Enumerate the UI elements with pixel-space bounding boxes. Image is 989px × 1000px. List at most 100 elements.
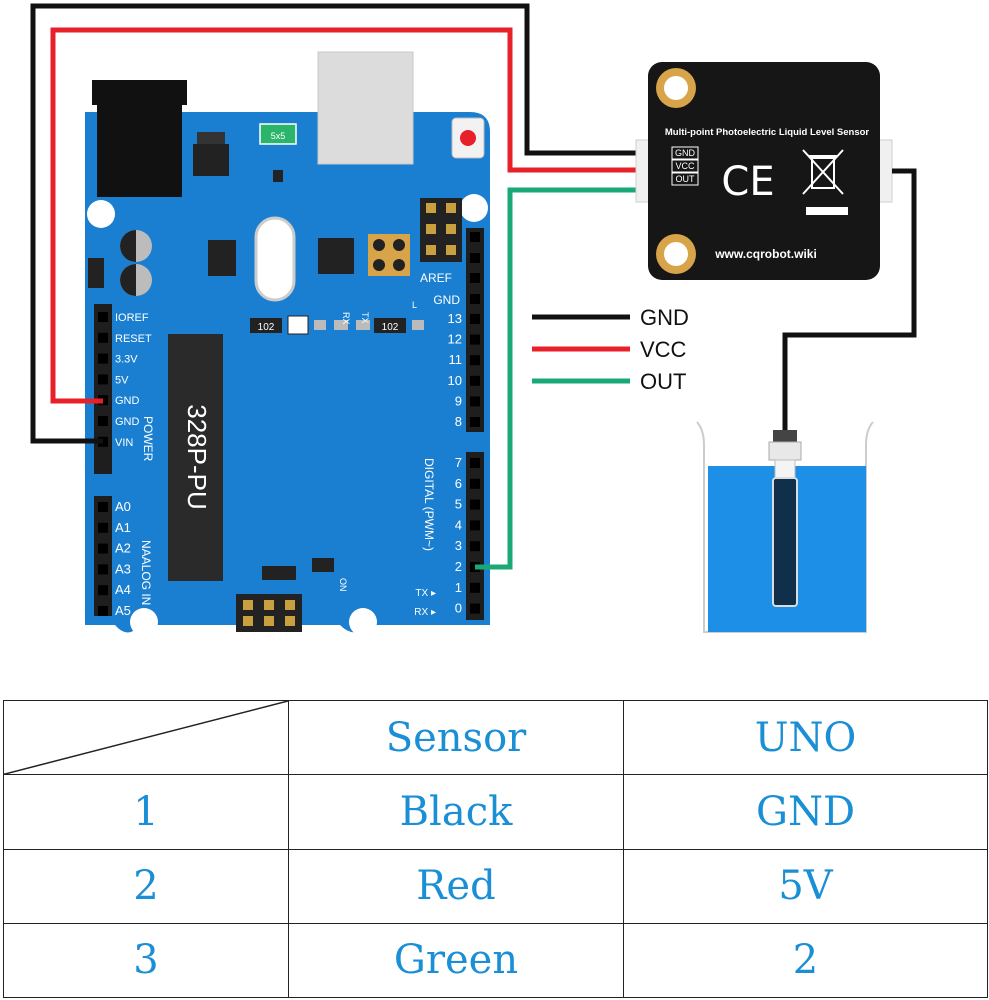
analog-pin-socket xyxy=(98,564,108,575)
analog-pin-label: A1 xyxy=(115,520,131,535)
tx-marker: TX ▸ xyxy=(415,588,436,599)
digital-pin-socket xyxy=(470,334,480,345)
digital-pin-label: 0 xyxy=(455,601,462,616)
mount-hole xyxy=(87,200,115,228)
digital-pin-socket xyxy=(470,417,480,427)
probe xyxy=(768,430,802,607)
digital-header-bottom xyxy=(466,452,484,620)
table-cell-index: 3 xyxy=(3,922,289,999)
mount-hole xyxy=(130,608,158,636)
analog-pin-socket xyxy=(98,502,108,512)
digital-pin-label: 2 xyxy=(455,559,462,574)
capacitor-1 xyxy=(120,230,152,262)
gnd-top-label: GND xyxy=(433,293,460,307)
digital-pin-socket xyxy=(470,314,480,324)
icsp-bottom xyxy=(236,594,302,632)
chip-label: 328P-PU xyxy=(182,404,212,510)
digital-pin-socket xyxy=(470,499,480,510)
digital-pin-socket xyxy=(470,582,480,593)
table-cell-uno: GND xyxy=(623,774,988,850)
digital-pin-socket xyxy=(470,375,480,386)
tx-label: TX xyxy=(360,312,370,324)
digital-pin-socket xyxy=(470,458,480,468)
arduino-uno-board: 5x5 xyxy=(85,51,490,636)
module-pin-box xyxy=(671,172,699,186)
power-pin-socket xyxy=(98,374,108,385)
power-pin-label: 5V xyxy=(115,374,129,386)
l-led xyxy=(412,320,424,330)
legend-label: OUT xyxy=(640,369,686,394)
analog-pin-label: A4 xyxy=(115,582,131,597)
module-mount-hole xyxy=(656,68,696,108)
oscillator xyxy=(254,216,296,302)
analog-pin-label: A3 xyxy=(115,561,131,576)
table-header-uno: UNO xyxy=(623,699,988,776)
digital-pin-label: 6 xyxy=(455,476,462,491)
probe-cable xyxy=(782,168,917,440)
table-cell-uno: 5V xyxy=(623,848,988,924)
mount-hole xyxy=(349,608,377,636)
module-url: www.cqrobot.wiki xyxy=(714,247,817,261)
ce-mark: CE xyxy=(721,159,774,205)
power-header-label: POWER xyxy=(141,416,155,462)
analog-pin-label: A0 xyxy=(115,499,131,514)
digital-pin-socket xyxy=(470,253,480,263)
red-wire xyxy=(50,27,648,404)
digital-pin-socket xyxy=(470,541,480,552)
table-row: 1 Black GND xyxy=(3,774,988,850)
power-pin-label: 3.3V xyxy=(115,354,138,366)
resistor-label: 102 xyxy=(258,322,275,333)
legend-label: GND xyxy=(640,305,689,330)
crystal-5x5 xyxy=(259,123,297,145)
power-pin-label: IOREF xyxy=(115,312,149,324)
analog-header xyxy=(94,496,112,616)
icsp-header xyxy=(420,198,462,262)
analog-header-label: NAALOG IN xyxy=(139,540,153,605)
rx-label: RX xyxy=(341,312,351,325)
small-ic xyxy=(208,240,236,276)
mount-hole xyxy=(460,194,488,222)
table-cell-sensor: Black xyxy=(288,774,624,850)
power-pin-socket xyxy=(98,353,108,364)
module-title: Multi-point Photoelectric Liquid Level S… xyxy=(665,127,870,138)
diagonal-line xyxy=(4,701,288,774)
digital-pin-socket xyxy=(470,396,480,407)
module-pcb xyxy=(648,62,880,280)
tx-led xyxy=(356,320,370,330)
table-row: 3 Green 2 xyxy=(3,922,988,999)
digital-pin-socket xyxy=(470,603,480,614)
analog-pin-socket xyxy=(98,585,108,596)
on-label: ON xyxy=(338,578,348,592)
diode xyxy=(88,258,104,288)
digital-pin-socket xyxy=(470,520,480,531)
digital-pin-label: 5 xyxy=(455,497,462,512)
wiring-diagram: 5x5 xyxy=(30,3,917,636)
wiring-table: Sensor UNO 1 Black GND 2 Red 5V 3 Green … xyxy=(3,699,988,999)
icsp-small xyxy=(368,234,410,276)
resistor-label: 102 xyxy=(382,322,399,333)
l-label: L xyxy=(412,300,417,310)
power-pin-label: VIN xyxy=(115,437,133,449)
digital-pin-label: 8 xyxy=(455,414,462,429)
table-row: 2 Red 5V xyxy=(3,848,988,924)
weee-bin-icon xyxy=(802,149,844,195)
digital-pin-label: 7 xyxy=(455,455,462,470)
resistor-right: 102 xyxy=(374,318,406,333)
rx-marker: RX ▸ xyxy=(414,607,436,618)
table-cell-index: 2 xyxy=(3,848,289,924)
digital-pin-socket xyxy=(470,294,480,304)
digital-pin-socket xyxy=(470,273,480,283)
module-pin-box xyxy=(671,159,699,173)
module-pin-label: VCC xyxy=(675,161,695,171)
analog-pin-label: A2 xyxy=(115,541,131,556)
table-header-sensor: Sensor xyxy=(288,699,624,776)
legend-label: VCC xyxy=(640,337,687,362)
digital-pin-label: 13 xyxy=(448,311,462,326)
analog-pin-socket xyxy=(98,543,108,554)
module-pin-box xyxy=(671,146,699,160)
usb-ic xyxy=(318,238,354,274)
digital-pin-label: 10 xyxy=(448,373,462,388)
power-pin-socket xyxy=(98,332,108,343)
